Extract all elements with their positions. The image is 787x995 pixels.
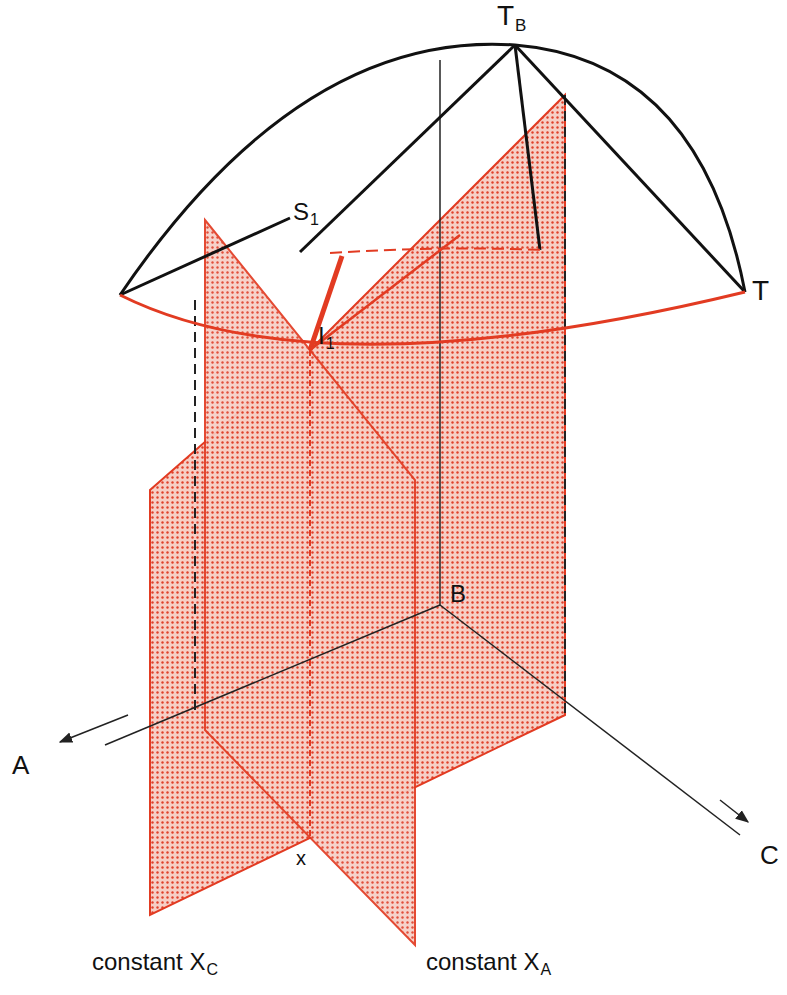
subscript: 1	[326, 336, 335, 352]
temperature-label: T	[497, 2, 514, 30]
vertex-label: B	[450, 582, 466, 606]
axis-arrow	[60, 715, 128, 742]
plane-constant-xa	[205, 220, 415, 945]
subscript: A	[540, 962, 551, 978]
valley-line	[515, 45, 745, 292]
a-axis	[105, 605, 440, 745]
valley-line	[300, 45, 515, 252]
point-label: S	[293, 200, 309, 224]
axis-arrow	[720, 800, 748, 822]
prism-edge	[194, 300, 196, 715]
temperature-label: T	[752, 277, 769, 305]
point-label: x	[296, 848, 306, 868]
subscript: 1	[310, 212, 319, 228]
b-axis	[439, 60, 441, 605]
plane-caption: constant X	[92, 950, 205, 974]
plane-top-edge	[310, 235, 460, 350]
valley-line	[515, 45, 540, 250]
isotherm-curve	[120, 292, 745, 344]
intersection-line	[309, 350, 311, 838]
valley-line	[120, 218, 290, 295]
subscript: B	[515, 17, 526, 34]
subscript: C	[206, 962, 218, 978]
point-label: I	[318, 324, 325, 348]
vertex-label: C	[760, 842, 779, 868]
plane-caption: constant X	[426, 950, 539, 974]
prism-edge	[564, 95, 566, 715]
c-axis	[440, 605, 740, 835]
vertex-label: A	[12, 752, 29, 778]
